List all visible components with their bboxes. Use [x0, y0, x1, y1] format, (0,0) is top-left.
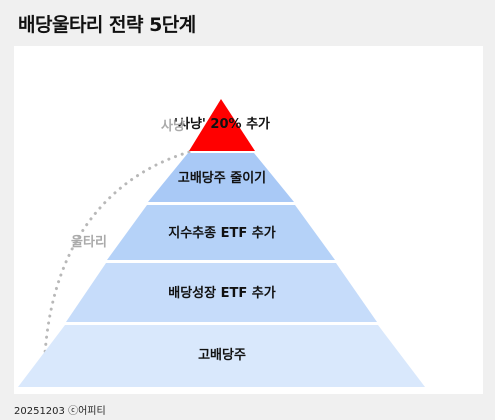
tier-3-label: 지수추종 ETF 추가 [168, 225, 275, 241]
tier-5-label: 고배당주 [198, 347, 246, 363]
footer-credit: 20251203 ⓒ어피티 [14, 406, 106, 417]
fence-annotation: 울타리 [71, 234, 107, 250]
tier-5-trapezoid [18, 325, 425, 387]
tier-4-trapezoid [66, 263, 377, 322]
hunt-annotation: 사냥 [161, 118, 185, 134]
fence-dotted-arc [42, 150, 191, 384]
tier-1-triangle [189, 99, 255, 151]
page-title: 배당울타리 전략 5단계 [18, 14, 196, 36]
tier-1-label: '사냥' 20% 추가 [174, 116, 270, 132]
tier-2-trapezoid [148, 153, 294, 202]
diagram-panel: '사냥' 20% 추가 고배당주 줄이기 지수추종 ETF 추가 배당성장 ET… [14, 46, 483, 394]
tier-4-label: 배당성장 ETF 추가 [168, 285, 275, 301]
tier-2-label: 고배당주 줄이기 [178, 170, 266, 186]
pyramid-diagram: '사냥' 20% 추가 고배당주 줄이기 지수추종 ETF 추가 배당성장 ET… [18, 99, 425, 387]
tier-3-trapezoid [107, 205, 335, 260]
